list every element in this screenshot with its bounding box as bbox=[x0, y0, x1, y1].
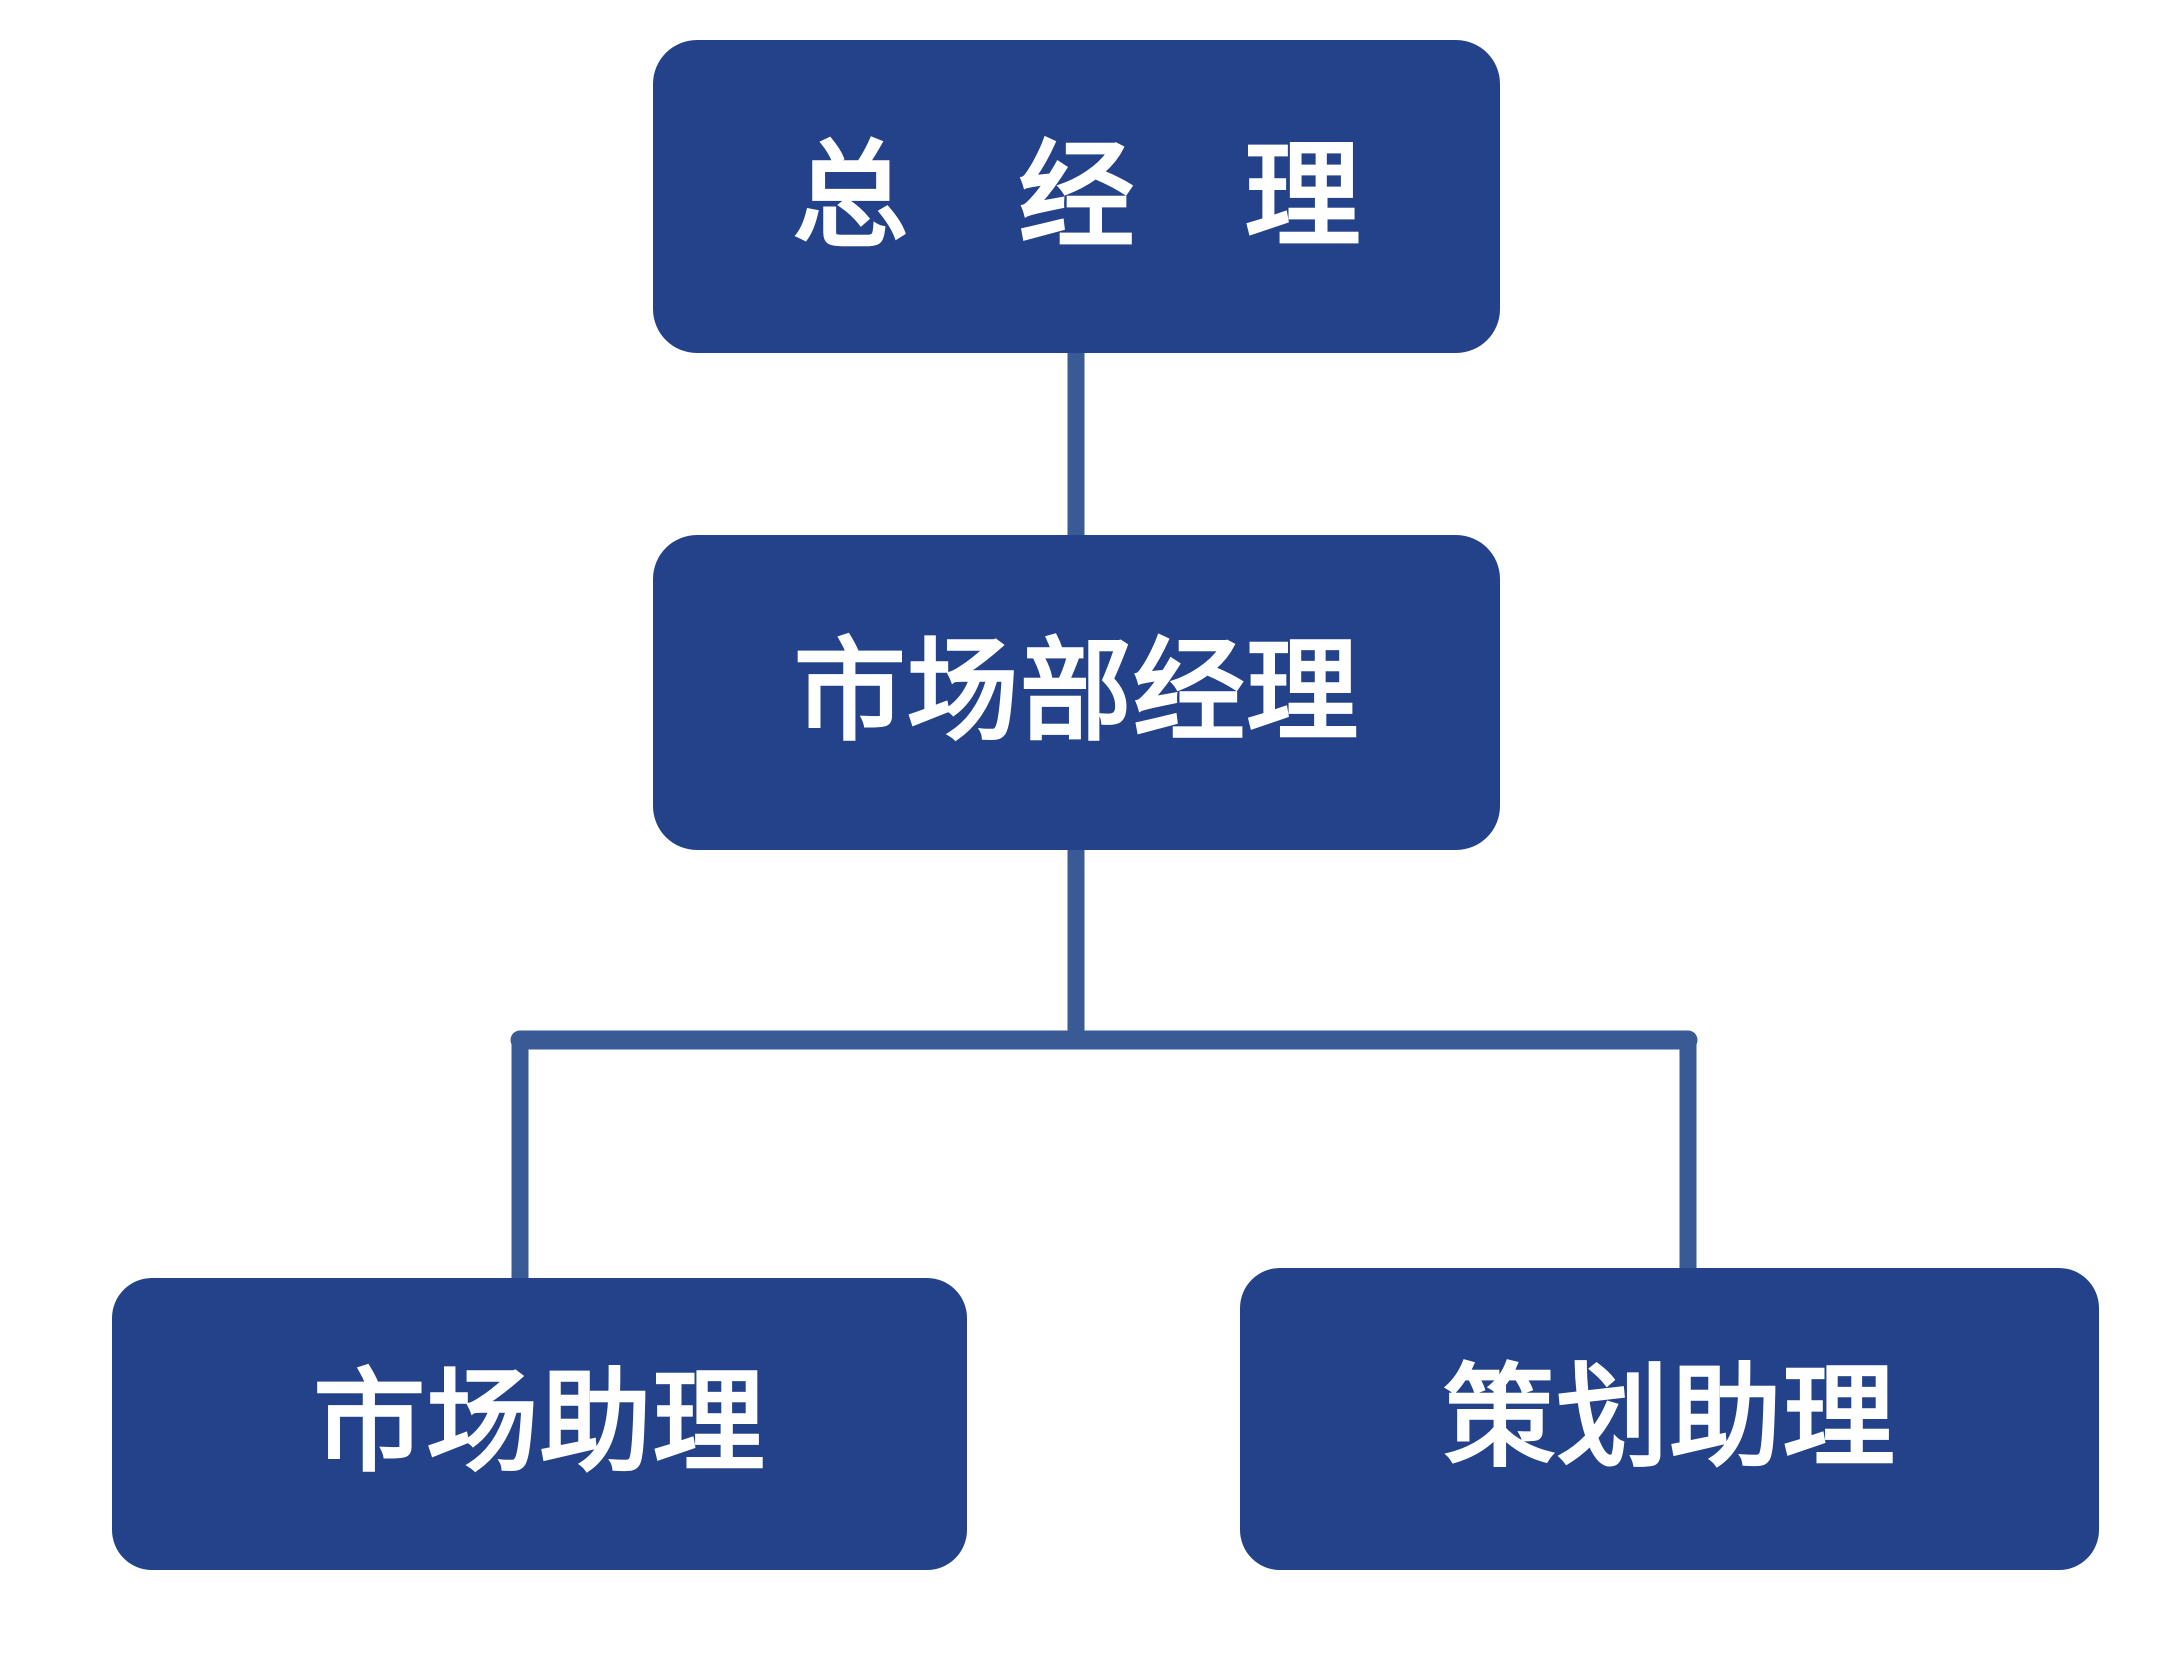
node-marketing-manager-label: 市场部经理 bbox=[793, 626, 1360, 757]
node-general-manager[interactable]: 总 经 理 bbox=[653, 40, 1500, 353]
node-planning-assistant[interactable]: 策划助理 bbox=[1240, 1268, 2099, 1570]
node-general-manager-label: 总 经 理 bbox=[792, 128, 1396, 264]
node-marketing-manager[interactable]: 市场部经理 bbox=[653, 535, 1500, 850]
node-marketing-assistant[interactable]: 市场助理 bbox=[112, 1278, 967, 1570]
node-marketing-assistant-label: 市场助理 bbox=[313, 1358, 766, 1489]
node-planning-assistant-label: 策划助理 bbox=[1443, 1353, 1896, 1484]
